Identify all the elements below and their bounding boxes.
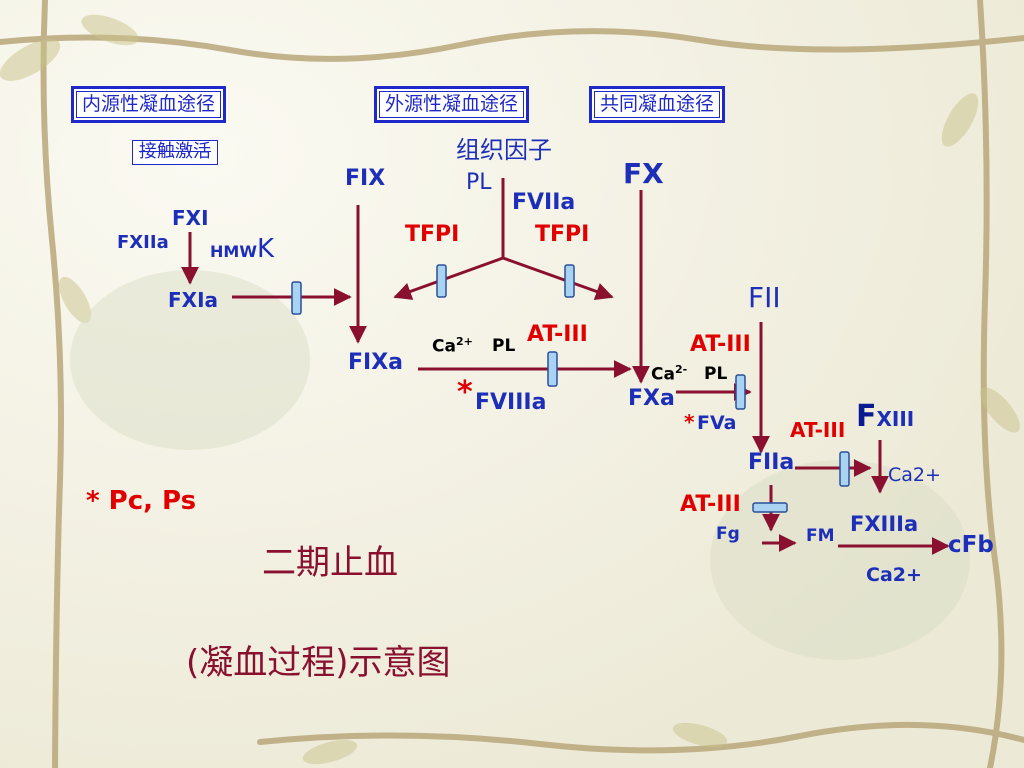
- fva-label: FVa: [697, 412, 737, 434]
- tfpi-left-label: TFPI: [405, 222, 460, 247]
- inhibitor-bar-fixa: [547, 351, 558, 387]
- fxiiia-label: FXIIIa: [850, 512, 919, 536]
- fg-label: Fg: [716, 524, 740, 544]
- cfb-label: cFb: [948, 532, 994, 558]
- ca-label-2: Ca2-: [651, 364, 687, 384]
- star-fva: *: [684, 410, 695, 434]
- arrow-fviia-right: [502, 256, 614, 301]
- fii-label: FII: [748, 281, 781, 314]
- tissue-factor-label: 组织因子: [456, 136, 552, 164]
- ca2plus-label-1: Ca2+: [888, 464, 941, 486]
- caption-secondary-hemostasis: 二期止血: [262, 543, 398, 583]
- at3-label-2: AT-III: [690, 332, 751, 357]
- fxi-label: FXI: [172, 206, 209, 230]
- fxiia-label: FXIIa: [117, 232, 169, 253]
- fxia-label: FXIa: [168, 288, 219, 312]
- inhibitor-bar-tfpi-right: [564, 264, 575, 298]
- hmwk-label: HMWK: [210, 236, 274, 262]
- fiia-label: FIIa: [748, 450, 795, 475]
- hmwk-k: K: [256, 234, 275, 264]
- caption-coagulation-diagram: (凝血过程)示意图: [186, 643, 451, 683]
- inhibitor-bar-fiia: [839, 451, 850, 487]
- star-fviiia: *: [457, 375, 473, 410]
- pl-top-label: PL: [466, 170, 492, 195]
- fxiii-f: F: [856, 399, 877, 434]
- extrinsic-pathway-box: 外源性凝血途径: [374, 86, 530, 123]
- at3-label-4: AT-III: [680, 492, 741, 517]
- fxa-label: FXa: [628, 386, 675, 411]
- inhibitor-bar-fxia: [291, 281, 302, 315]
- inhibitor-bar-fiia-down: [752, 502, 788, 513]
- ca-label-2-base: Ca: [651, 364, 675, 385]
- contact-activation-box: 接触激活: [132, 140, 218, 165]
- at3-label-3: AT-III: [790, 418, 846, 442]
- pl-label-1: PL: [492, 336, 516, 356]
- fix-label: FIX: [345, 166, 386, 191]
- intrinsic-pathway-box: 内源性凝血途径: [71, 86, 227, 123]
- fxiii-rest: XIII: [876, 407, 915, 431]
- ca2plus-label-2: Ca2+: [866, 564, 922, 586]
- arrow-fviia-left: [393, 256, 504, 300]
- fixa-label: FIXa: [348, 350, 404, 375]
- pc-ps-label: * Pc, Ps: [86, 486, 197, 516]
- ca-label-1-base: Ca: [432, 336, 456, 357]
- tfpi-right-label: TFPI: [535, 222, 590, 247]
- common-pathway-box: 共同凝血途径: [589, 86, 726, 123]
- inhibitor-bar-fxa: [735, 374, 746, 410]
- pl-label-2: PL: [704, 364, 728, 384]
- fviia-label: FVIIa: [512, 190, 576, 215]
- ca-label-1: Ca2+: [432, 336, 473, 356]
- fm-label: FM: [806, 526, 835, 546]
- fxiii-label: FXIII: [856, 402, 914, 432]
- hmwk-prefix: HMW: [210, 242, 257, 261]
- fviiia-label: FVIIIa: [475, 390, 547, 415]
- inhibitor-bar-tfpi-left: [436, 264, 447, 298]
- ca-label-1-sup: 2+: [455, 335, 473, 348]
- at3-label-1: AT-III: [527, 322, 588, 347]
- fx-label: FX: [623, 157, 664, 190]
- ca-label-2-sup: 2-: [674, 363, 688, 376]
